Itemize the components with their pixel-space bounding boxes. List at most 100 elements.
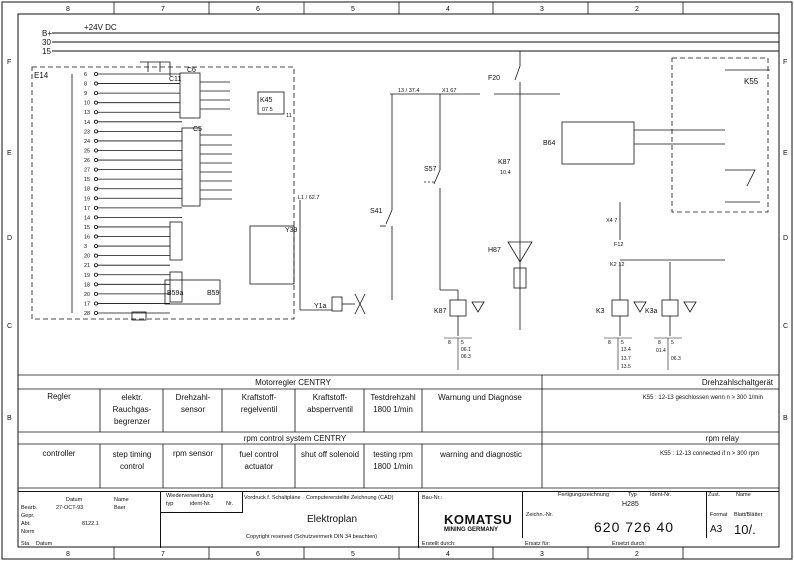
row-labels: F E D C B F E D C B (7, 59, 788, 422)
column-labels-bottom: 8 7 6 5 4 3 2 (66, 551, 639, 558)
pin-terminal (94, 253, 99, 258)
format-value: A3 (710, 524, 723, 535)
svg-text:5: 5 (621, 340, 624, 346)
column-dividers (113, 2, 684, 559)
row-label: Norm (21, 529, 35, 535)
sta-label: Sta (21, 541, 30, 547)
name2-label: Name (736, 492, 751, 498)
row-label: B (783, 415, 788, 422)
pin-terminal (94, 72, 99, 77)
pin-terminal (94, 282, 99, 287)
col-label: 4 (446, 6, 450, 13)
e14-label: E14 (34, 71, 49, 80)
pin-terminal (94, 263, 99, 268)
vordruck-label: Vordruck f. Schaltpläne (244, 495, 301, 501)
row-name: Baer (114, 505, 126, 511)
svg-text:8: 8 (448, 340, 451, 346)
zust-label: Zust. (708, 492, 721, 498)
b64-sensor-box (561, 121, 635, 165)
pin-number: 18 (84, 282, 90, 288)
col-label: 7 (161, 6, 165, 13)
c5-output-wires (200, 81, 232, 200)
bau-nr-label: Bau-Nr.: (422, 495, 443, 501)
power-rails (52, 32, 779, 52)
supply-label: +24V DC (84, 23, 117, 32)
k45-pin: 11 (286, 113, 292, 119)
col-label: 5 (351, 6, 355, 13)
reuse-block: Wiederverwendung typ ident-Nr. Nr. (160, 492, 243, 513)
pin-terminal (94, 215, 99, 220)
pin-number: 20 (84, 254, 90, 260)
k3-label: K3 (596, 308, 605, 315)
k87-coil (440, 289, 485, 336)
column-labels-top: 8 7 6 5 4 3 2 (66, 6, 639, 13)
reuse-label: Wiederverwendung (166, 493, 214, 499)
c11-label: C11 (169, 76, 181, 83)
row-label: F (7, 59, 11, 66)
c5-label: C5 (193, 126, 202, 133)
rail-15-label: 15 (42, 47, 51, 56)
b64-label: B64 (543, 140, 556, 147)
x1-67-label: X1 67 (442, 88, 456, 94)
row-label: Gepr. (21, 513, 35, 519)
svg-text:13.5: 13.5 (621, 364, 631, 370)
pin-number: 17 (84, 301, 90, 307)
title-block: Datum Name Bearb. 27-OCT-93 Baer Gepr. A… (18, 491, 779, 548)
svg-text:06.3: 06.3 (461, 354, 471, 360)
pin-number: 26 (84, 158, 90, 164)
col-label: 3 (540, 551, 544, 558)
resistor-symbol (131, 311, 147, 321)
pin-wires (71, 72, 182, 315)
c6-label: C6 (187, 67, 196, 74)
pin-number: 19 (84, 196, 90, 202)
y1a-solenoid (299, 200, 366, 315)
e14-controller-box (31, 66, 295, 320)
pin-number: 16 (84, 235, 90, 241)
pin-number: 15 (84, 177, 90, 183)
k55-wiring (619, 69, 770, 261)
row-label: E (783, 150, 788, 157)
pin-number: 24 (84, 139, 90, 145)
row-label: C (7, 323, 12, 330)
connector-blocks (140, 61, 201, 303)
pin-number: 9 (84, 91, 87, 97)
pin-number: 17 (84, 206, 90, 212)
k87-label: K87 (498, 159, 511, 166)
y39-actuator-box (249, 225, 295, 285)
function-table-grid (18, 374, 779, 489)
col-label: 6 (256, 6, 260, 13)
pin-number: 28 (84, 311, 90, 317)
pin-terminal (94, 186, 99, 191)
pin-terminal (94, 158, 99, 163)
pin-number: 21 (84, 263, 90, 269)
k3-relays (611, 262, 697, 336)
col-label: 4 (446, 551, 450, 558)
pin-number: 14 (84, 215, 90, 221)
k3a-label: K3a (645, 308, 658, 315)
svg-text:5: 5 (671, 340, 674, 346)
typ-value: H285 (622, 501, 639, 508)
erstellt-durch: Erstellt durch: (422, 541, 456, 547)
h87-lamp (507, 241, 533, 289)
svg-text:13.7: 13.7 (621, 356, 631, 362)
typ-header: Typ (628, 492, 637, 498)
nr-label: Nr. (226, 501, 234, 507)
h87-label: H87 (488, 247, 501, 254)
ref-13: 13 / 37.4 (398, 88, 419, 94)
format-label: Format (710, 512, 728, 518)
datum-bottom: Datum (36, 541, 53, 547)
row-label: B (7, 415, 12, 422)
pin-number: 23 (84, 129, 90, 135)
svg-text:5: 5 (461, 340, 464, 346)
name-label: Name (114, 497, 129, 503)
b59-label: B59 (207, 290, 220, 297)
fertigung-label: Fertigungszeichnung (558, 492, 610, 498)
x4-7-label: X4 7 (606, 218, 617, 224)
col-label: 2 (635, 6, 639, 13)
zeichnung-label: Zeichn.-Nr. (526, 512, 553, 518)
b59a-label: B59a (167, 290, 183, 297)
col-label: 3 (540, 6, 544, 13)
